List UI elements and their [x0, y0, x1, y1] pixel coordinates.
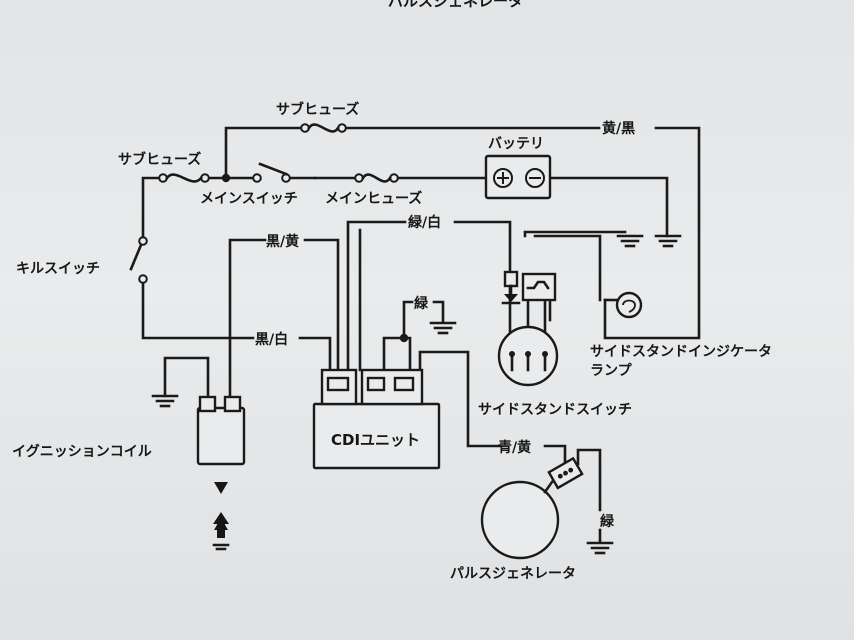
- side-stand-switch-label: サイドスタンドスイッチ: [478, 402, 632, 418]
- spark-arrow-down-icon: [214, 468, 228, 494]
- indicator-ground-icon: [616, 234, 644, 248]
- indicator-label-line2: ランプ: [590, 363, 633, 379]
- wire-black-yellow-label: 黒/黄: [266, 233, 299, 250]
- spark-arrow-up-icon: [213, 512, 229, 538]
- main-switch-label: メインスイッチ: [200, 191, 298, 207]
- sub-fuse-top: [300, 123, 347, 133]
- pulse-ground-icon: [586, 541, 614, 555]
- kill-switch: [129, 236, 148, 284]
- pulse-generator-label: パルスジェネレータ: [450, 566, 576, 582]
- battery-label: バッテリ: [488, 136, 544, 152]
- side-stand-connector: [521, 272, 557, 302]
- sub-fuse-left-label: サブヒューズ: [118, 151, 201, 168]
- side-stand-switch: [497, 325, 559, 387]
- side-stand-indicator-lamp: [603, 291, 643, 319]
- cdi-ground-icon: [429, 321, 457, 335]
- sub-fuse-left: [158, 173, 210, 183]
- main-switch: [252, 162, 291, 183]
- ignition-ground-icon: [151, 394, 179, 408]
- cdi-junction-dot: [399, 333, 409, 343]
- cdi-unit-label: CDIユニット: [331, 431, 420, 449]
- wire-green-label: 緑: [414, 295, 429, 312]
- side-stand-wires: [508, 230, 627, 356]
- wire-blue-yellow-label: 青/黄: [498, 439, 531, 456]
- main-fuse: [354, 173, 399, 183]
- sub-fuse-top-label: サブヒューズ: [276, 101, 359, 118]
- top-circuit-wires: [141, 126, 701, 372]
- wire-yellow-black-label: 黄/黒: [602, 120, 635, 137]
- cdi-wires: [163, 220, 602, 543]
- diode-icon: [501, 270, 521, 305]
- kill-switch-label: キルスイッチ: [16, 261, 100, 277]
- junction-dot: [221, 173, 231, 183]
- battery-ground-icon: [654, 234, 682, 248]
- indicator-label-line1: サイドスタンドインジケータ: [590, 344, 772, 360]
- page-title-cropped: パルスジェネレータ: [388, 0, 523, 10]
- cdi-unit: [312, 368, 441, 470]
- battery: [484, 154, 552, 200]
- wire-black-white-label: 黒/白: [255, 331, 288, 348]
- wire-green-white-label: 緑/白: [408, 214, 441, 231]
- wire-green-vertical-label: 緑: [600, 513, 615, 530]
- ignition-coil-label: イグニッションコイル: [12, 443, 152, 460]
- pulse-generator: [480, 456, 584, 560]
- main-fuse-label: メインヒューズ: [325, 190, 422, 207]
- ignition-coil: [196, 395, 246, 551]
